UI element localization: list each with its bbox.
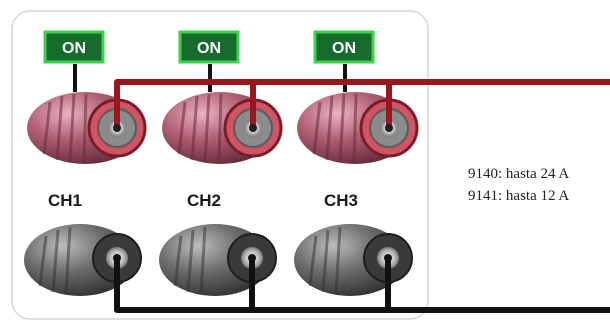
positive-bus-wire: [114, 79, 610, 128]
channel-3-group: ON CH3: [294, 30, 419, 296]
on-switch-2-label: ON: [197, 40, 221, 57]
negative-knob-3[interactable]: [294, 224, 413, 296]
channel-2-group: ON CH2: [159, 30, 283, 296]
on-switch-1[interactable]: ON: [43, 30, 105, 64]
on-switch-3-label: ON: [332, 40, 356, 57]
channel-1-label: CH1: [48, 191, 82, 210]
positive-knob-2[interactable]: [162, 92, 283, 164]
positive-knob-3[interactable]: [297, 92, 419, 164]
on-switch-2[interactable]: ON: [178, 30, 240, 64]
on-switch-1-label: ON: [62, 40, 86, 57]
negative-bus-wire: [114, 258, 610, 313]
model-note-9140: 9140: hasta 24 A: [468, 166, 570, 182]
channel-3-label: CH3: [324, 191, 358, 210]
on-switch-3[interactable]: ON: [313, 30, 375, 64]
positive-knob-1[interactable]: [27, 92, 147, 164]
negative-knob-1[interactable]: [24, 224, 142, 296]
channel-1-group: ON CH1: [24, 30, 147, 296]
channel-2-label: CH2: [187, 191, 221, 210]
model-note-9141: 9141: hasta 12 A: [468, 188, 570, 204]
